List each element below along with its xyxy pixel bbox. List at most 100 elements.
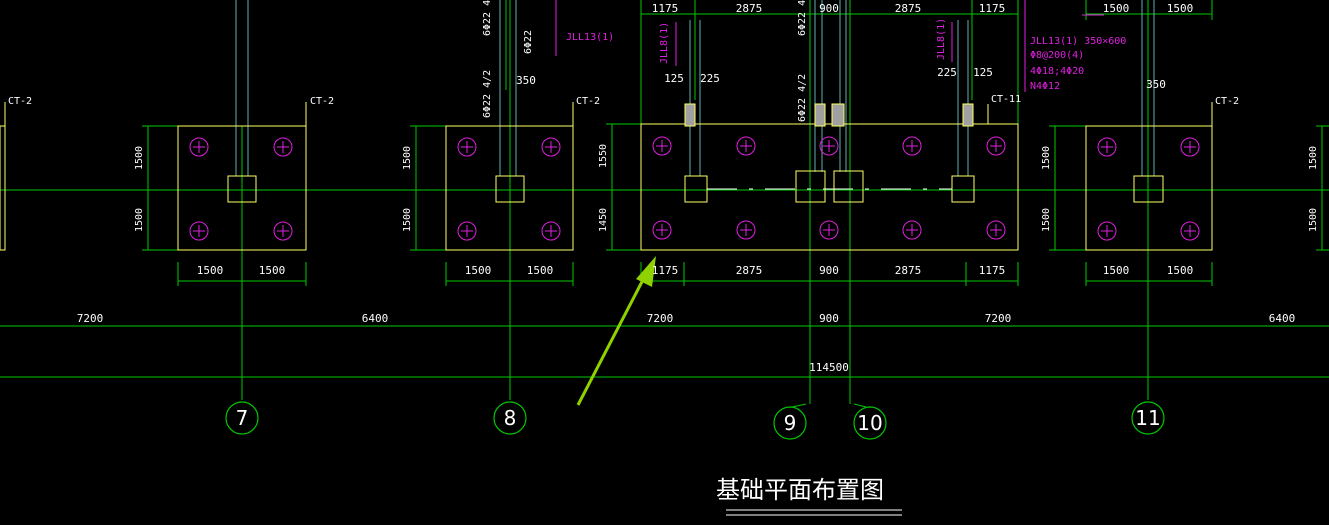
pile-icon: [457, 221, 477, 241]
cap-label: CT-11: [991, 94, 1021, 105]
axis-bubble-10: [853, 406, 887, 440]
rebar-label: 6Φ22 4/2: [797, 74, 808, 122]
dim-text: 1500: [402, 146, 413, 170]
pile-icon: [736, 136, 756, 156]
dim-text: 125: [973, 66, 993, 79]
pile-icon: [986, 136, 1006, 156]
dim-text: 350: [1146, 78, 1166, 91]
drawing-title: 基础平面布置图: [716, 476, 884, 504]
dim-text: 1500: [259, 264, 286, 277]
dim-text: 1450: [598, 208, 609, 232]
beam-spec-line: 4Φ18;4Φ20: [1030, 66, 1084, 77]
bay-dim: 7200: [77, 312, 104, 325]
dim-text: 1175: [652, 2, 679, 15]
dim-text: 1500: [1167, 264, 1194, 277]
dim-text: 1500: [527, 264, 554, 277]
dim-text: 125: [664, 72, 684, 85]
dim-text: 1500: [134, 208, 145, 232]
dim-text: 2875: [736, 2, 763, 15]
beam-label: JLL8(1): [659, 22, 670, 64]
pile-icon: [902, 220, 922, 240]
cap-label: CT-2: [8, 96, 32, 107]
dim-text: 1500: [1103, 264, 1130, 277]
pile-icon: [1097, 137, 1117, 157]
dim-text: 1500: [1308, 208, 1319, 232]
bay-dim: 7200: [985, 312, 1012, 325]
column: [684, 175, 708, 203]
column: [1133, 175, 1164, 203]
dim-text: 350: [516, 74, 536, 87]
rebar-label: 6Φ22 4/2: [797, 0, 808, 36]
dim-text: 1500: [134, 146, 145, 170]
axis-bubble-7: [225, 401, 259, 435]
pile-icon: [819, 136, 839, 156]
beam-label: JLL13(1): [566, 32, 614, 43]
axis-label-8: 8: [504, 406, 517, 430]
piles: [189, 136, 1200, 241]
axis-bubble-8: [493, 401, 527, 435]
pile-icon: [986, 220, 1006, 240]
cap-label: CT-2: [1215, 96, 1239, 107]
axis-label-9: 9: [784, 411, 797, 435]
dim-text: 900: [819, 264, 839, 277]
dim-text: 1550: [598, 144, 609, 168]
pile-icon: [736, 220, 756, 240]
pile-cap-8: [445, 125, 574, 251]
dim-text: 1500: [197, 264, 224, 277]
pile-icon: [819, 220, 839, 240]
grid-lines: [0, 0, 1329, 408]
dim-text: 225: [937, 66, 957, 79]
pile-cap-9-10: [640, 123, 1019, 251]
dim-text: 1500: [465, 264, 492, 277]
pile-icon: [1180, 137, 1200, 157]
bay-dim: 7200: [647, 312, 674, 325]
pile-icon: [273, 137, 293, 157]
axis-bubbles: [225, 401, 1165, 440]
dim-text: 1175: [652, 264, 679, 277]
dim-text: 1500: [1103, 2, 1130, 15]
dim-text: 1500: [1041, 208, 1052, 232]
pile-icon: [457, 137, 477, 157]
pile-icon: [541, 221, 561, 241]
pile-cap-7: [177, 125, 307, 251]
pile-caps: [0, 102, 1213, 251]
bay-dim: 6400: [1269, 312, 1296, 325]
axis-label-10: 10: [857, 411, 882, 435]
axis-bubble-9: [773, 406, 807, 440]
axis-bubble-11: [1131, 401, 1165, 435]
cap-label: CT-2: [310, 96, 334, 107]
rebar-label: 6Φ22 4/2: [482, 0, 493, 36]
dim-text: 1500: [402, 208, 413, 232]
column: [795, 170, 826, 203]
axis-label-11: 11: [1135, 406, 1160, 430]
pile-cap-partial: [0, 125, 6, 251]
beam-axis-lines: [235, 0, 1155, 176]
bay-dim: 900: [819, 312, 839, 325]
beam-spec-line: JLL13(1) 350×600: [1030, 36, 1126, 47]
beam-spec-line: N4Φ12: [1030, 81, 1060, 92]
pile-icon: [541, 137, 561, 157]
pile-icon: [1097, 221, 1117, 241]
bay-dim: 6400: [362, 312, 389, 325]
column: [951, 175, 975, 203]
axis-label-7: 7: [236, 406, 249, 430]
dim-text: 1175: [979, 2, 1006, 15]
column: [833, 170, 864, 203]
pile-cap-11: [1085, 125, 1213, 251]
pile-icon: [1180, 221, 1200, 241]
dim-text: 2875: [895, 264, 922, 277]
dim-text: 1500: [1167, 2, 1194, 15]
beam-label: JLL8(1): [936, 18, 947, 60]
total-dim: 114500: [809, 361, 849, 374]
cap-label: CT-2: [576, 96, 600, 107]
dim-text: 1175: [979, 264, 1006, 277]
pile-icon: [189, 221, 209, 241]
annotation-arrow: [576, 256, 656, 406]
pile-icon: [189, 137, 209, 157]
pile-icon: [652, 220, 672, 240]
beam-spec-line: Φ8@200(4): [1030, 50, 1084, 61]
pile-icon: [273, 221, 293, 241]
dim-text: 900: [819, 2, 839, 15]
column: [495, 175, 525, 203]
dim-text: 225: [700, 72, 720, 85]
